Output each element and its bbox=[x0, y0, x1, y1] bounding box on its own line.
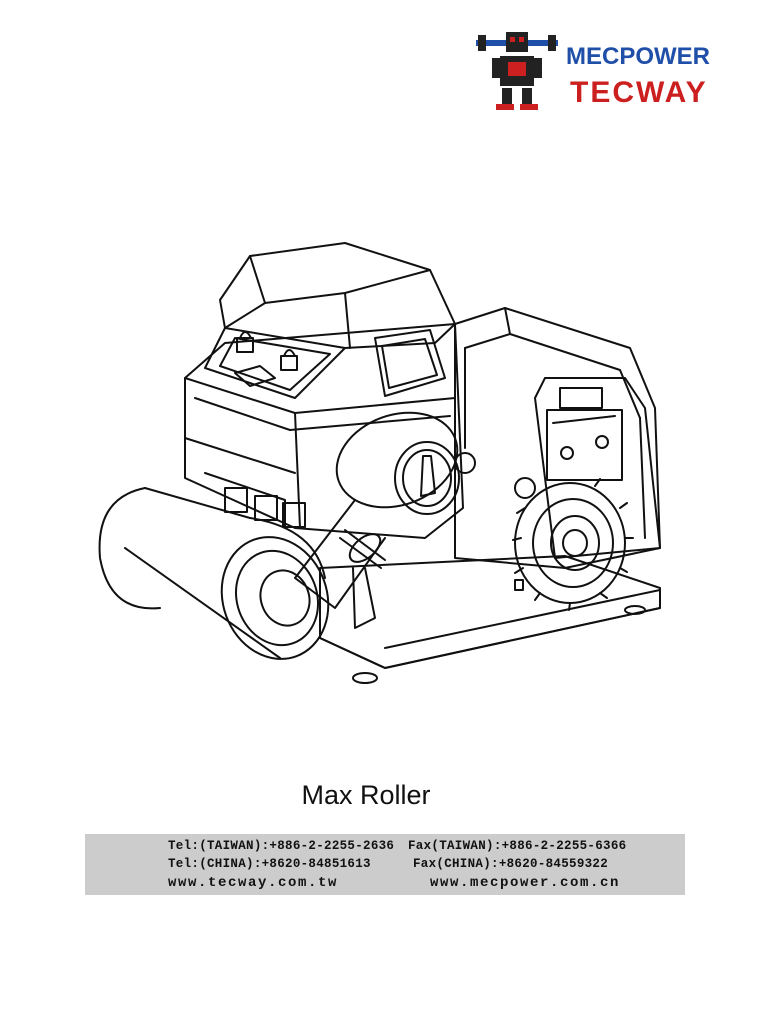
helmet-top-drawing bbox=[204, 242, 456, 399]
front-roller-drawing bbox=[98, 487, 330, 660]
website-mecpower[interactable]: www.mecpower.com.cn bbox=[430, 875, 621, 891]
fax-china: Fax(CHINA):+8620-84559322 bbox=[413, 857, 609, 871]
side-hub-drawing bbox=[335, 411, 460, 515]
tel-taiwan: Tel:(TAIWAN):+886-2-2255-2636 bbox=[168, 839, 395, 853]
right-wheel-drawing bbox=[512, 478, 634, 611]
tel-china: Tel:(CHINA):+8620-84851613 bbox=[168, 857, 371, 871]
seat-compartment-drawing bbox=[454, 307, 661, 569]
roller-arm-drawing bbox=[294, 499, 386, 629]
mecpower-tecway-logo: MECPOWER TECWAY bbox=[476, 32, 710, 110]
max-roller-machine-illustration bbox=[98, 242, 661, 684]
brand-name-top: MECPOWER bbox=[566, 43, 710, 70]
fax-taiwan: Fax(TAIWAN):+886-2-2255-6366 bbox=[408, 839, 627, 853]
brand-name-bottom: TECWAY bbox=[570, 76, 708, 109]
padlock-eye-icons bbox=[236, 331, 298, 371]
side-window-drawing bbox=[374, 329, 446, 397]
robot-mascot-icon bbox=[476, 32, 558, 110]
rear-vent-drawing bbox=[454, 452, 536, 499]
contact-info-band: Tel:(TAIWAN):+886-2-2255-2636 Fax(TAIWAN… bbox=[85, 834, 685, 895]
cab-body-drawing bbox=[184, 323, 464, 539]
website-tecway[interactable]: www.tecway.com.tw bbox=[168, 875, 339, 891]
nose-tab-drawing bbox=[234, 365, 276, 387]
product-title: Max Roller bbox=[301, 780, 431, 810]
